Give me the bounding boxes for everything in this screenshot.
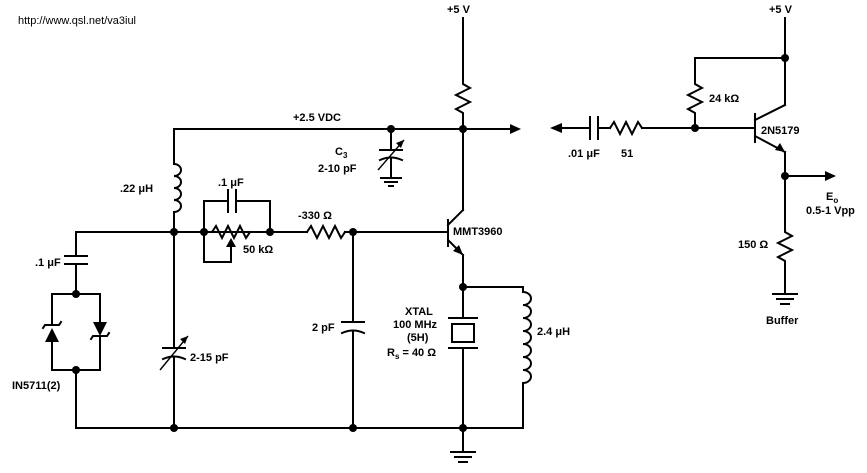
c3-name: C3 bbox=[335, 146, 348, 160]
fb-cap-wire-left bbox=[203, 200, 229, 233]
potentiometer-50k bbox=[210, 223, 252, 241]
cap-2pf-label: 2 pF bbox=[312, 322, 335, 334]
c215-arrow-head bbox=[180, 336, 188, 344]
output-eo-label: Eo bbox=[826, 191, 838, 205]
transistor-buf-collector bbox=[753, 103, 787, 122]
c3-value: 2-10 pF bbox=[318, 163, 357, 175]
transistor-osc-label: MMT3960 bbox=[453, 226, 503, 238]
source-url: http://www.qsl.net/va3iul bbox=[18, 15, 136, 27]
cap-01uf-left-label: .1 μF bbox=[35, 257, 61, 269]
l24-wire-top bbox=[462, 286, 524, 293]
transistor-osc-collector bbox=[446, 208, 465, 227]
output-arrow bbox=[825, 171, 836, 181]
c3-arrow-head bbox=[396, 140, 404, 148]
resistor-330-label: -330 Ω bbox=[298, 210, 332, 222]
cap-2-15pf-label: 2-15 pF bbox=[190, 352, 229, 364]
rail-arrow bbox=[510, 124, 521, 134]
r24k-wire-top bbox=[694, 57, 786, 81]
resistor-330 bbox=[305, 223, 347, 241]
supply-label-buffer: +5 V bbox=[769, 4, 793, 16]
buffer-label: Buffer bbox=[766, 315, 799, 327]
pot-wiper-wire bbox=[203, 231, 232, 263]
transistor-buf-label: 2N5179 bbox=[761, 125, 800, 137]
inductor-24uh bbox=[521, 290, 532, 385]
pot-wiper-arrow bbox=[226, 238, 236, 247]
diode-left bbox=[45, 328, 59, 342]
gnd-node-1 bbox=[170, 424, 178, 432]
resistor-51 bbox=[608, 119, 644, 137]
gnd-node-2 bbox=[349, 424, 357, 432]
resistor-150 bbox=[775, 227, 795, 267]
cap-01uf-out-label: .01 μF bbox=[568, 148, 600, 160]
crystal-xtal bbox=[451, 323, 475, 343]
inductor-022uh bbox=[172, 162, 182, 214]
xtal-rs-label: Rs = 40 Ω bbox=[387, 347, 436, 361]
inductor-022uh-label: .22 μH bbox=[120, 183, 153, 195]
output-vpp-label: 0.5-1 Vpp bbox=[806, 205, 855, 217]
resistor-24k-label: 24 kΩ bbox=[709, 93, 739, 105]
supply-label-osc: +5 V bbox=[447, 4, 471, 16]
diode-left-bar bbox=[41, 320, 63, 330]
collector-resistor bbox=[453, 79, 473, 119]
diode-right bbox=[93, 322, 107, 336]
feedback-cap-label: .1 μF bbox=[218, 177, 244, 189]
xtal-label-1: XTAL bbox=[405, 306, 433, 318]
resistor-51-label: 51 bbox=[621, 148, 633, 160]
xtal-label-2: 100 MHz bbox=[393, 319, 438, 331]
pot-label: 50 kΩ bbox=[243, 244, 273, 256]
transistor-osc-emitter-arrow bbox=[453, 245, 463, 255]
transistor-buf-emitter-arrow bbox=[775, 143, 785, 152]
fb-cap-wire-right bbox=[235, 200, 271, 233]
input-arrow bbox=[550, 123, 562, 133]
resistor-150-label: 150 Ω bbox=[738, 239, 768, 251]
inductor-24uh-label: 2.4 μH bbox=[537, 326, 570, 338]
diode-label: IN5711(2) bbox=[12, 380, 61, 392]
rail-label: +2.5 VDC bbox=[293, 112, 341, 124]
xtal-label-3: (5H) bbox=[407, 332, 429, 344]
resistor-24k bbox=[685, 79, 705, 129]
node-diode-top bbox=[72, 290, 80, 298]
